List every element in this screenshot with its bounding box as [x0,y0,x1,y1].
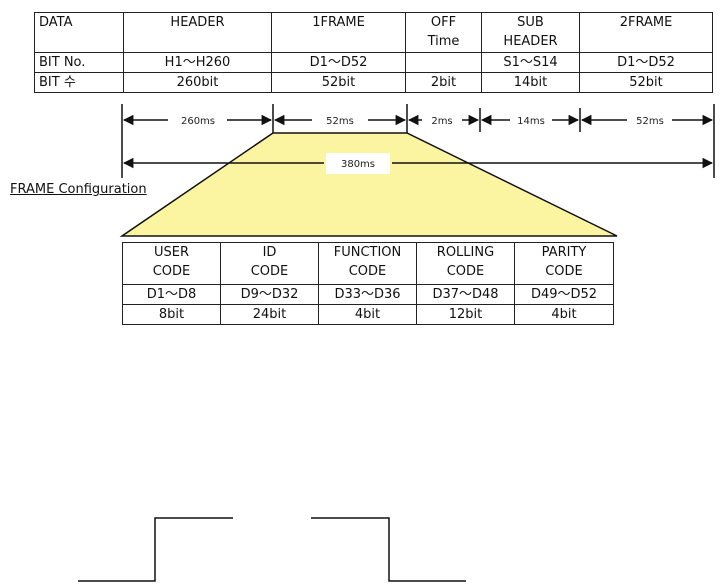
cell-2frame: 2FRAME [579,12,713,53]
cell-line: SUB [517,15,544,30]
cell-range-id: D9～D32 [220,284,319,305]
cell-line: CODE [545,264,583,279]
table-row: USER CODE ID CODE FUNCTION CODE ROLLING CODE… [122,242,614,285]
cell-bits-parity: 4bit [514,304,614,325]
table-row: D1～D8 D9～D32 D33～D36 D37～D48 D49～D52 [122,284,614,305]
pulse-waveform [78,517,233,582]
cell-bits-id: 24bit [220,304,319,325]
cell-parity-code: PARITY CODE [514,242,614,285]
cell-line: CODE [152,264,191,279]
cell-id-code: ID CODE [220,242,319,285]
cell-bits-function: 4bit [318,304,417,325]
segment-label-header: 260ms [181,116,215,127]
cell-data-label: DATA [34,12,124,53]
cell-range-user: D1～D8 [122,284,221,305]
segment-label-2frame: 52ms [636,116,664,127]
cell-range-parity: D49～D52 [514,284,614,305]
pulse-waveform [311,517,466,582]
cell-range-rolling: D37～D48 [416,284,515,305]
segment-label-sub: 14ms [517,116,545,127]
cell-bitno-sub: S1～S14 [481,52,580,73]
table-row: BIT 수 260bit 52bit 2bit 14bit 52bit [34,72,713,93]
segment-label-1frame: 52ms [326,116,354,127]
frame-configuration-label: FRAME Configuration [10,182,147,197]
segment-label-off: 2ms [431,116,452,127]
cell-line: Time [427,34,460,49]
cell-line: CODE [446,264,485,279]
cell-bits-user: 8bit [122,304,221,325]
cell-range-function: D33～D36 [318,284,417,305]
cell-line: PARITY [541,245,587,260]
cell-bitcount-1frame: 52bit [271,72,406,93]
cell-function-code: FUNCTION CODE [318,242,417,285]
segment-arrows [122,114,714,169]
cell-line: CODE [348,264,387,279]
cell-off-time: OFF Time [405,12,482,53]
cell-header: HEADER [123,12,272,53]
frame-configuration-table: USER CODE ID CODE FUNCTION CODE ROLLING CODE… [122,242,614,325]
cell-bitcount-header: 260bit [123,72,272,93]
table-row: 8bit 24bit 4bit 12bit 4bit [122,304,614,325]
cell-line: OFF [430,15,457,30]
cell-line: CODE [250,264,289,279]
cell-rolling-code: ROLLING CODE [416,242,515,285]
timing-ticks [121,104,715,178]
total-duration-label: 380ms [341,159,375,170]
cell-line: HEADER [503,34,558,49]
cell-bitcount-off: 2bit [405,72,482,93]
cell-bitcount-2frame: 52bit [579,72,713,93]
cell-line: ID [262,245,277,260]
cell-user-code: USER CODE [122,242,221,285]
total-label-box [326,153,390,174]
frame-zoom-trapezoid [119,132,618,237]
cell-line: USER [153,245,189,260]
cell-line: ROLLING [436,245,495,260]
cell-bitcount-label: BIT 수 [34,72,124,93]
cell-bits-rolling: 12bit [416,304,515,325]
cell-sub-header: SUB HEADER [481,12,580,53]
cell-bitcount-sub: 14bit [481,72,580,93]
cell-line: FUNCTION [333,245,402,260]
